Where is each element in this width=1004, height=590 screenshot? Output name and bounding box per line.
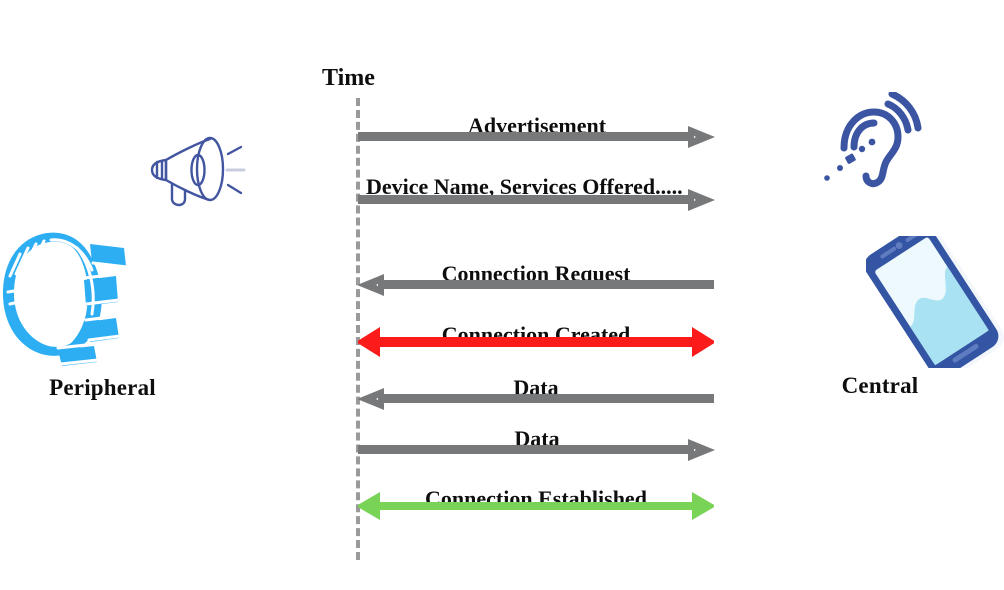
arrow-connection-created-bidirectional (358, 327, 714, 357)
fitness-band-icon (0, 226, 148, 371)
arrow-connection-request-left (358, 274, 714, 296)
message-label-device-name-services: Device Name, Services Offered..... (366, 174, 683, 199)
smartphone-icon (864, 224, 1004, 379)
listening-ear-icon (818, 90, 922, 201)
message-label-advertisement: Advertisement (467, 113, 607, 138)
megaphone-icon (140, 133, 248, 216)
arrow-advertisement-right (358, 126, 715, 148)
timeline-dashed-axis (356, 98, 360, 560)
time-axis-label: Time (322, 65, 375, 91)
message-row-connection-established: Connection Established (358, 476, 714, 521)
arrow-device-name-services-right (358, 189, 715, 211)
message-label-connection-request: Connection Request (441, 261, 631, 286)
message-row-device-name-services: Device Name, Services Offered..... (358, 168, 716, 211)
arrow-data-down-right (358, 439, 715, 461)
message-label-data-down: Data (514, 426, 560, 451)
central-actor-label: Central (841, 373, 919, 398)
arrow-connection-established-bidirectional (358, 492, 714, 520)
message-row-data-down: Data (358, 423, 716, 461)
message-row-connection-request: Connection Request (358, 258, 714, 296)
arrow-data-up-left (358, 388, 714, 410)
message-row-advertisement: Advertisement (358, 108, 716, 148)
peripheral-actor-label: Peripheral (49, 375, 156, 400)
message-label-data-up: Data (513, 375, 559, 400)
message-row-data-up: Data (358, 372, 714, 410)
message-row-connection-created: Connection Created (358, 312, 714, 357)
